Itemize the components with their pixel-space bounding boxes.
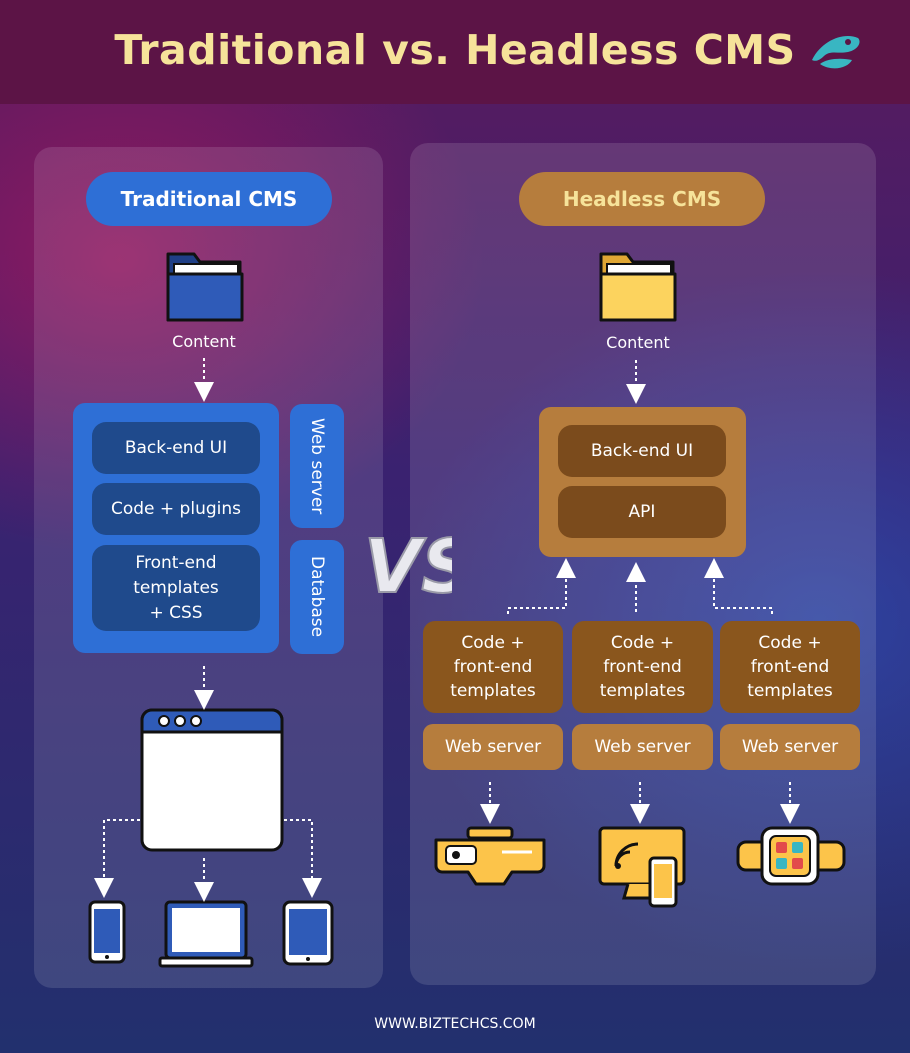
headless-heading: Headless CMS [519,172,765,226]
vr-headset-icon [434,826,546,886]
browser-window-icon [140,708,284,852]
web-server-side-box [290,404,344,528]
folder-icon [599,252,677,322]
code-templates-box-3: Code + front-end templates [720,621,860,713]
database-label: Database [307,556,327,638]
web-server-box-3: Web server [720,724,860,770]
folder-icon [166,252,244,322]
database-side-box [290,540,344,654]
frontend-templates-box: Front-end templates + CSS [92,545,260,631]
tablet-icon [282,900,334,966]
api-box: API [558,486,726,538]
vs-emblem: VS [363,523,452,611]
headless-content-label: Content [606,333,670,352]
web-server-box-2: Web server [572,724,713,770]
laptop-icon [158,900,254,968]
smartwatch-icon [736,826,846,886]
backend-ui-box: Back-end UI [92,422,260,474]
page-title: Traditional vs. Headless CMS [114,26,796,74]
smartphone-icon [88,900,126,964]
web-server-label: Web server [307,417,327,515]
headless-backend-ui-box: Back-end UI [558,425,726,477]
traditional-heading: Traditional CMS [86,172,332,226]
code-templates-box-2: Code + front-end templates [572,621,713,713]
code-plugins-box: Code + plugins [92,483,260,535]
traditional-content-label: Content [172,332,236,351]
brand-logo-icon [812,36,860,69]
web-server-box-1: Web server [423,724,563,770]
smart-tv-icon [598,826,686,908]
footer-url[interactable]: WWW.BIZTECHCS.COM [374,1016,536,1032]
code-templates-box-1: Code + front-end templates [423,621,563,713]
header-bar [0,0,910,104]
vs-text: VS [364,524,452,610]
